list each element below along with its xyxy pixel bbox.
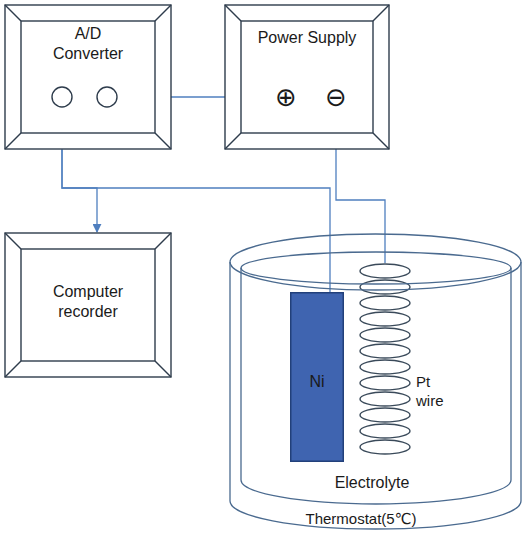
negative-terminal: ⊖ <box>321 80 351 114</box>
input-terminal <box>52 87 72 107</box>
power-supply-box: Power Supply <box>224 4 390 150</box>
thermostat-vessel: Thermostat(5℃) Electrolyte Ni <box>229 232 522 531</box>
pt-wire-coil <box>360 264 410 454</box>
node-label: Electrolyte <box>280 473 464 493</box>
electrolyte-beaker-outline <box>240 250 512 506</box>
node-label: Computer recorder <box>38 282 138 322</box>
node-label: Power Supply <box>234 28 380 48</box>
connection-wire <box>172 96 224 97</box>
connection-wire <box>62 150 97 232</box>
recorder-box: Computer recorder <box>4 232 172 378</box>
ni-electrode: Ni <box>290 292 344 462</box>
positive-terminal: ⊕ <box>271 80 301 114</box>
node-label: Ni <box>290 372 344 392</box>
electrode-label: Pt wire <box>416 372 460 410</box>
node-label: Thermostat(5℃) <box>249 509 473 529</box>
node-label: A/D Converter <box>43 24 133 64</box>
converter-box: A/D Converter <box>4 4 172 150</box>
power-supply-box-outline <box>224 4 390 150</box>
input-terminal <box>97 87 117 107</box>
electrolyte-beaker: Electrolyte Ni <box>240 250 512 506</box>
